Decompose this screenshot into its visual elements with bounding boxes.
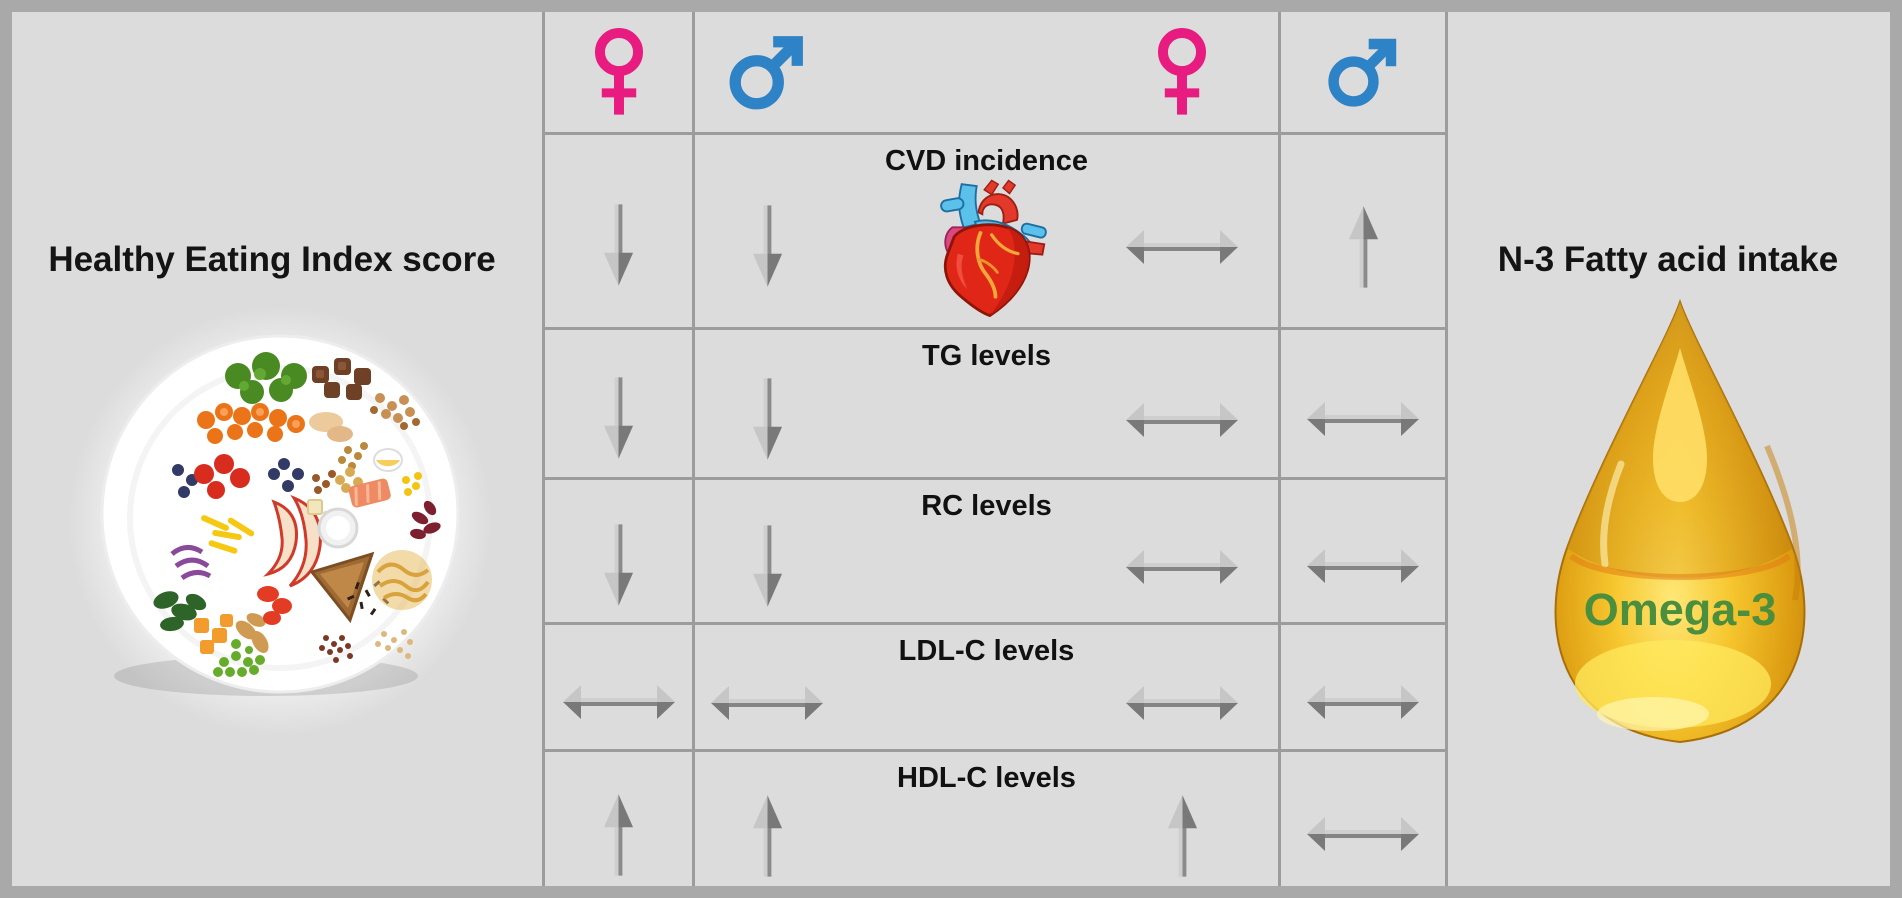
- effect-arrow-ldl-n3-female: [1124, 684, 1240, 722]
- oil-droplet-illustration: [1554, 298, 1806, 744]
- effect-arrow-rc-n3-female: [1124, 548, 1240, 586]
- cell-ldl-n3-male: [1281, 625, 1448, 752]
- effect-arrow-tg-n3-female: [1124, 401, 1240, 439]
- row-label-rc: RC levels: [921, 490, 1052, 522]
- cell-hdl-n3-male: [1281, 752, 1448, 886]
- female-symbol-icon: [1153, 26, 1211, 118]
- effect-arrow-hdl-hei-male: [751, 793, 784, 877]
- row-label-tg: TG levels: [922, 340, 1051, 372]
- male-symbol-icon: [727, 32, 807, 112]
- healthy-plate-image: [68, 306, 492, 736]
- effect-arrow-cvd-hei-female: [602, 204, 635, 288]
- cell-tg-hei-female: [542, 330, 695, 480]
- right-panel-title: N-3 Fatty acid intake: [1497, 240, 1839, 279]
- effect-arrow-rc-hei-male: [751, 525, 784, 609]
- effect-arrow-hdl-n3-female: [1166, 793, 1199, 877]
- effect-arrow-tg-hei-male: [751, 378, 784, 462]
- female-symbol-icon: [590, 26, 648, 118]
- cell-hdl-middle: HDL-C levels: [695, 752, 1281, 886]
- cell-ldl-hei-female: [542, 625, 695, 752]
- effect-arrow-hdl-n3-male: [1305, 815, 1421, 853]
- left-panel-title: Healthy Eating Index score: [48, 240, 496, 279]
- effect-arrow-ldl-n3-male: [1305, 683, 1421, 721]
- row-label-ldl: LDL-C levels: [898, 635, 1075, 667]
- droplet-label: Omega-3: [1583, 584, 1777, 635]
- header-female-n3: [1120, 12, 1244, 132]
- cell-rc-n3-male: [1281, 480, 1448, 625]
- cell-cvd-hei-female: [542, 135, 695, 330]
- effect-arrow-cvd-hei-male: [751, 205, 784, 289]
- male-symbol-icon: [1326, 35, 1400, 109]
- effect-arrow-cvd-n3-female: [1124, 228, 1240, 266]
- header-cell-hei-female: [542, 12, 695, 135]
- cell-rc-hei-female: [542, 480, 695, 625]
- effect-arrow-ldl-hei-male: [709, 684, 825, 722]
- effect-arrow-cvd-n3-male: [1347, 204, 1380, 288]
- header-cell-middle: [695, 12, 1281, 135]
- effect-arrow-rc-hei-female: [602, 524, 635, 608]
- cell-tg-n3-male: [1281, 330, 1448, 480]
- row-label-hdl: HDL-C levels: [897, 762, 1076, 794]
- cell-hdl-hei-female: [542, 752, 695, 886]
- effect-arrow-ldl-hei-female: [561, 683, 677, 721]
- heart-icon: [939, 179, 1047, 318]
- cell-cvd-middle: CVD incidence: [695, 135, 1281, 330]
- omega3-droplet-image: Omega-3: [1505, 296, 1855, 766]
- row-label-cvd: CVD incidence: [884, 145, 1089, 177]
- header-cell-n3-male: [1281, 12, 1448, 135]
- effect-arrow-tg-n3-male: [1305, 400, 1421, 438]
- effect-arrow-hdl-hei-female: [602, 792, 635, 876]
- effect-arrow-tg-hei-female: [602, 377, 635, 461]
- header-male-hei: [705, 12, 829, 132]
- cell-tg-middle: TG levels: [695, 330, 1281, 480]
- cell-cvd-n3-male: [1281, 135, 1448, 330]
- healthy-plate-illustration: [100, 334, 460, 696]
- cell-rc-middle: RC levels: [695, 480, 1281, 625]
- effect-arrow-rc-n3-male: [1305, 547, 1421, 585]
- effects-table: CVD incidence: [542, 12, 1448, 886]
- cell-ldl-middle: LDL-C levels: [695, 625, 1281, 752]
